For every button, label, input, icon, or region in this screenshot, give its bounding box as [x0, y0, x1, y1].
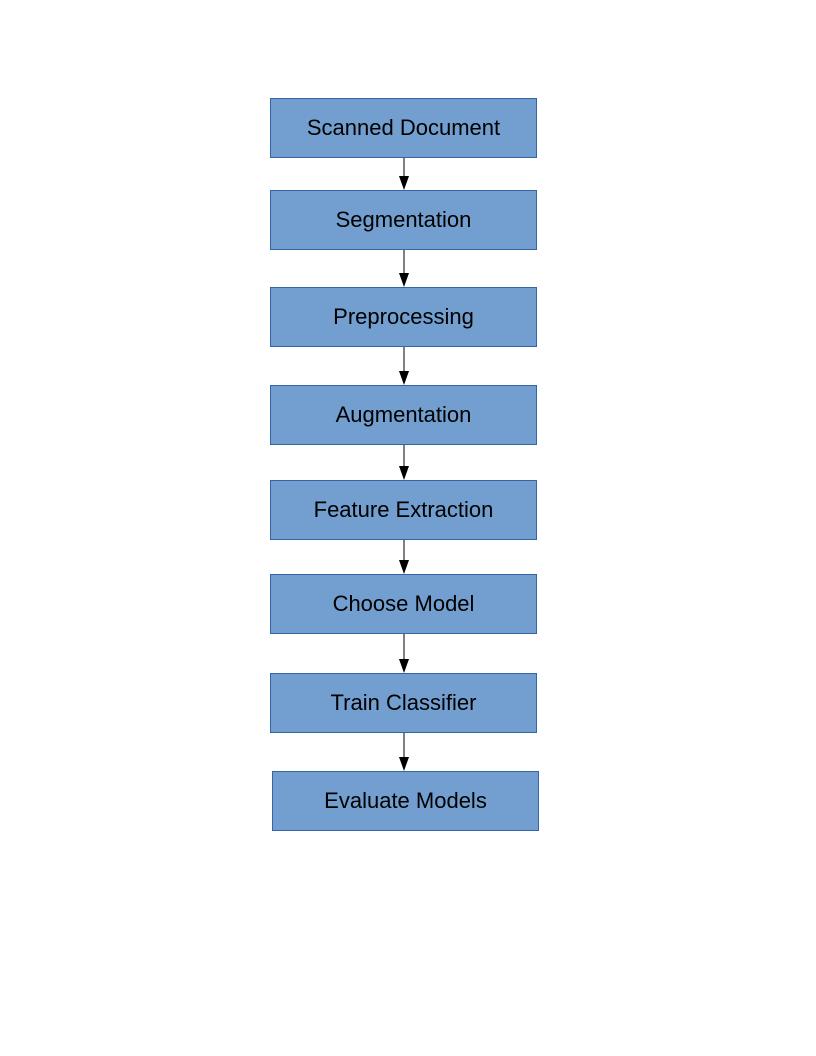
- step-label: Scanned Document: [306, 115, 501, 140]
- arrow-connector: [399, 540, 409, 574]
- arrow-connector: [399, 733, 409, 771]
- arrow-connector: [399, 347, 409, 385]
- step-train-classifier: Train Classifier: [270, 673, 537, 733]
- step-segmentation: Segmentation: [270, 190, 537, 250]
- step-scanned-document: Scanned Document: [270, 98, 537, 158]
- step-evaluate-models: Evaluate Models: [272, 771, 539, 831]
- step-label: Preprocessing: [333, 304, 474, 329]
- arrow-connector: [399, 634, 409, 673]
- step-label: Segmentation: [335, 207, 472, 232]
- arrow-connector: [399, 250, 409, 287]
- step-label: Feature Extraction: [313, 497, 494, 522]
- step-label: Augmentation: [335, 402, 472, 427]
- step-preprocessing: Preprocessing: [270, 287, 537, 347]
- arrow-connector: [399, 445, 409, 480]
- step-label: Evaluate Models: [324, 788, 487, 813]
- step-label: Train Classifier: [330, 690, 477, 715]
- arrow-connector: [399, 158, 409, 190]
- step-choose-model: Choose Model: [270, 574, 537, 634]
- step-feature-extraction: Feature Extraction: [270, 480, 537, 540]
- step-label: Choose Model: [332, 591, 475, 616]
- step-augmentation: Augmentation: [270, 385, 537, 445]
